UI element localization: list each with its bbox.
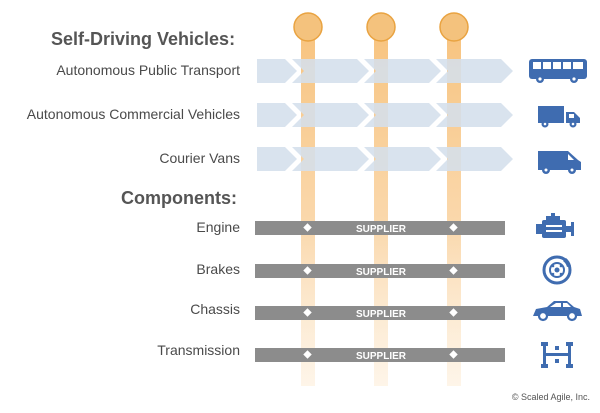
pillar-3: [447, 36, 461, 386]
supplier-label: SUPPLIER: [356, 224, 407, 235]
component-label-brakes: Brakes: [196, 261, 240, 277]
vehicle-chevron-rows: [257, 59, 513, 171]
component-label-transmission: Transmission: [157, 342, 240, 358]
component-label-engine: Engine: [196, 219, 240, 235]
components-section-title: Components:: [121, 188, 237, 208]
pillar-1: [301, 36, 315, 386]
pillar-head-3: [439, 12, 469, 42]
vehicle-label-public-transport: Autonomous Public Transport: [56, 62, 240, 78]
supplier-label: SUPPLIER: [356, 351, 407, 362]
vehicles-section-title: Self-Driving Vehicles:: [51, 29, 236, 49]
vehicle-label-commercial: Autonomous Commercial Vehicles: [26, 106, 240, 122]
chevron-row-2: [257, 103, 513, 127]
brake-disc-icon: [542, 255, 572, 285]
copyright-notice: © Scaled Agile, Inc.: [511, 392, 590, 402]
supplier-bar-engine: SUPPLIER: [255, 221, 505, 235]
supplier-bar-transmission: SUPPLIER: [255, 348, 505, 362]
chevron-row-1: [257, 59, 513, 83]
van-icon: [538, 151, 581, 174]
pillar-2: [374, 36, 388, 386]
chevron-row-3: [257, 147, 513, 171]
supplier-bar-brakes: SUPPLIER: [255, 264, 505, 278]
vehicle-label-courier-vans: Courier Vans: [159, 150, 240, 166]
transmission-icon: [541, 342, 573, 368]
car-chassis-icon: [533, 301, 582, 322]
supplier-bar-chassis: SUPPLIER: [255, 306, 505, 320]
pillar-head-1: [293, 12, 323, 42]
supplier-label: SUPPLIER: [356, 267, 407, 278]
supplier-label: SUPPLIER: [356, 309, 407, 320]
engine-icon: [536, 213, 574, 238]
pillar-head-2: [366, 12, 396, 42]
truck-icon: [538, 106, 580, 128]
component-label-chassis: Chassis: [190, 301, 240, 317]
supplier-bars: SUPPLIER SUPPLIER SUPPLIER SUPPLIER: [255, 221, 505, 362]
bus-icon: [529, 59, 587, 83]
